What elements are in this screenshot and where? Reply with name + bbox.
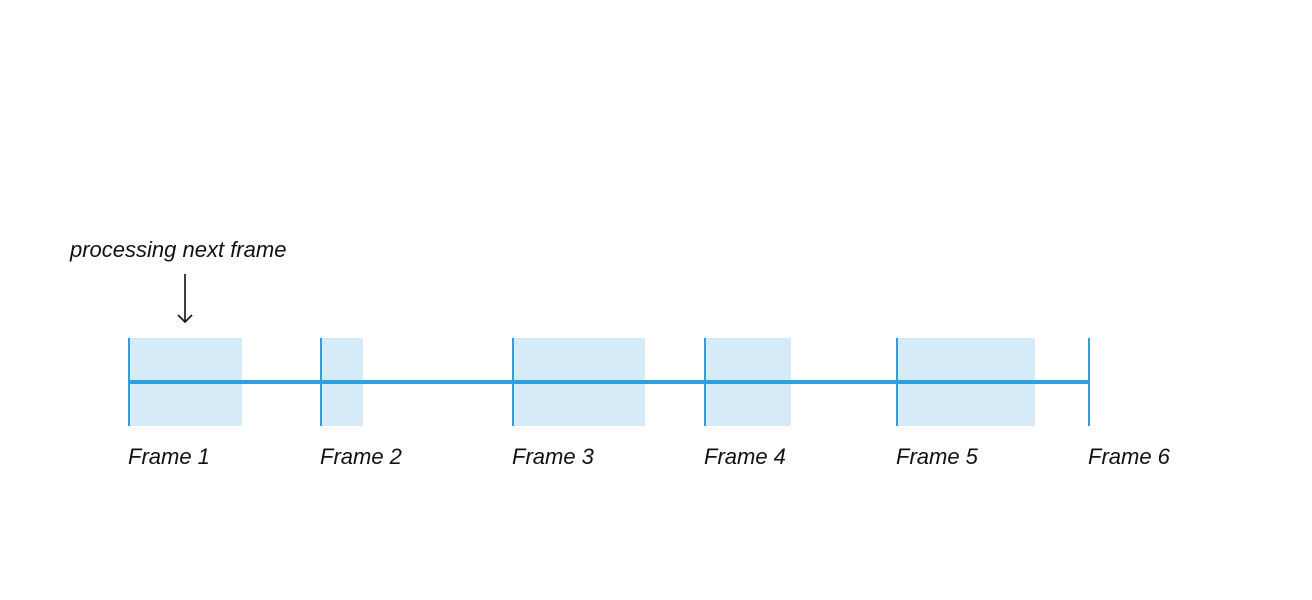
frame-labels: Frame 1 Frame 2 Frame 3 Frame 4 Frame 5 Frame… [128, 444, 1171, 469]
frame-label-2: Frame 2 [320, 444, 402, 469]
frame-label-1: Frame 1 [128, 444, 210, 469]
frame-label-4: Frame 4 [704, 444, 786, 469]
frame-label-6: Frame 6 [1088, 444, 1171, 469]
annotation-label: processing next frame [69, 237, 286, 262]
arrow-down-icon [177, 314, 193, 324]
annotation: processing next frame [69, 237, 286, 324]
frame-label-5: Frame 5 [896, 444, 979, 469]
frame-label-3: Frame 3 [512, 444, 595, 469]
frame-ticks [128, 338, 1090, 426]
